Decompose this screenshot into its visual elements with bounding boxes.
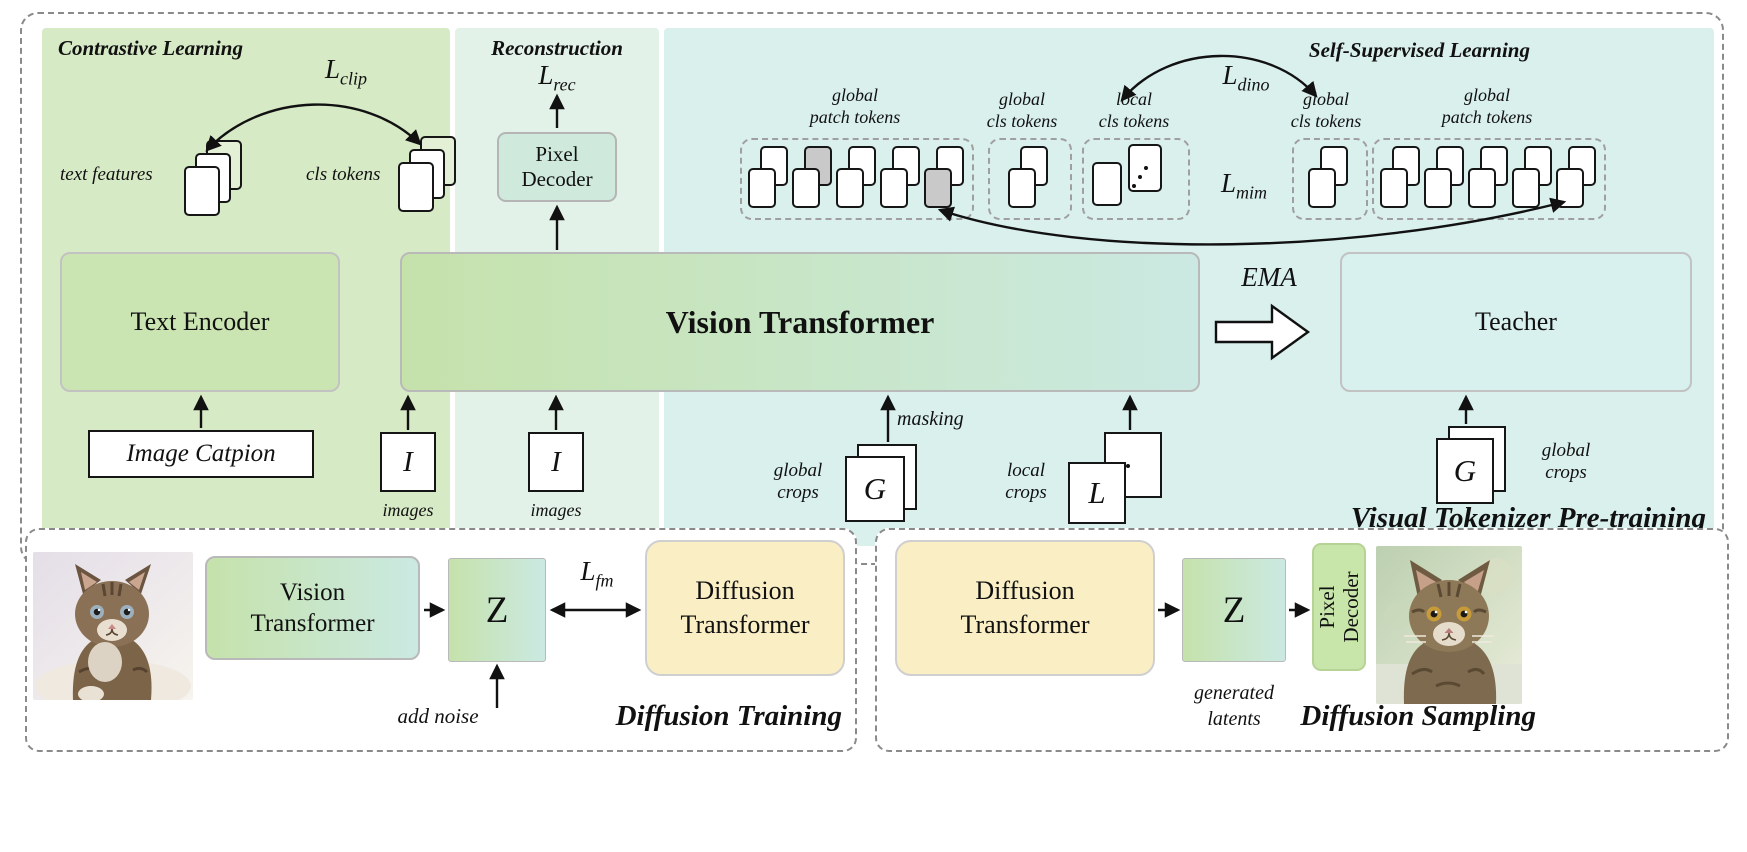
- global-cls-tokens-group: [988, 138, 1072, 220]
- training-z-box: Z: [448, 558, 546, 662]
- teacher-box: Teacher: [1340, 252, 1692, 392]
- contrastive-title: Contrastive Learning: [58, 36, 243, 60]
- kitten-photo: [33, 552, 193, 700]
- cls-tokens-stack: [398, 136, 456, 212]
- teacher-patch-tokens-group: [1372, 138, 1606, 220]
- images-label-1: images: [382, 500, 434, 520]
- kitten-illustration: [33, 552, 193, 700]
- text-features-label: text features: [60, 164, 153, 185]
- cls-tokens-label: cls tokens: [306, 164, 381, 185]
- image-input-2: I: [528, 432, 584, 492]
- text-encoder-box: Text Encoder: [60, 252, 340, 392]
- teacher-global-crops-stack: G: [1436, 426, 1516, 516]
- sampling-caption: Diffusion Sampling: [1300, 700, 1536, 732]
- loss-rec-label: Lrec: [538, 60, 576, 95]
- text-features-tokens: [184, 140, 242, 216]
- loss-fm-label: Lfm: [580, 556, 614, 591]
- image-input-1: I: [380, 432, 436, 492]
- sampling-z-box: Z: [1182, 558, 1286, 662]
- vision-transformer-box: Vision Transformer: [400, 252, 1200, 392]
- left-patch-tokens-group: [740, 138, 974, 220]
- loss-clip-label: Lclip: [324, 54, 368, 89]
- ema-label: EMA: [1241, 262, 1297, 292]
- cat-illustration: [1376, 546, 1522, 704]
- global-crops-stack: G: [845, 444, 925, 534]
- masking-label: masking: [897, 408, 964, 430]
- add-noise-label: add noise: [397, 704, 479, 728]
- local-cls-tokens-group: [1082, 138, 1190, 220]
- training-caption: Diffusion Training: [615, 700, 842, 732]
- ssl-title: Self-Supervised Learning: [1308, 38, 1530, 62]
- cat-photo: [1376, 546, 1522, 704]
- loss-mim-label: Lmim: [1220, 168, 1268, 203]
- reconstruction-title: Reconstruction: [491, 36, 623, 60]
- local-crops-stack: L: [1068, 432, 1168, 532]
- teacher-cls-tokens-group: [1292, 138, 1368, 220]
- images-label-2: images: [530, 500, 582, 520]
- image-caption-box: Image Catpion: [88, 430, 314, 478]
